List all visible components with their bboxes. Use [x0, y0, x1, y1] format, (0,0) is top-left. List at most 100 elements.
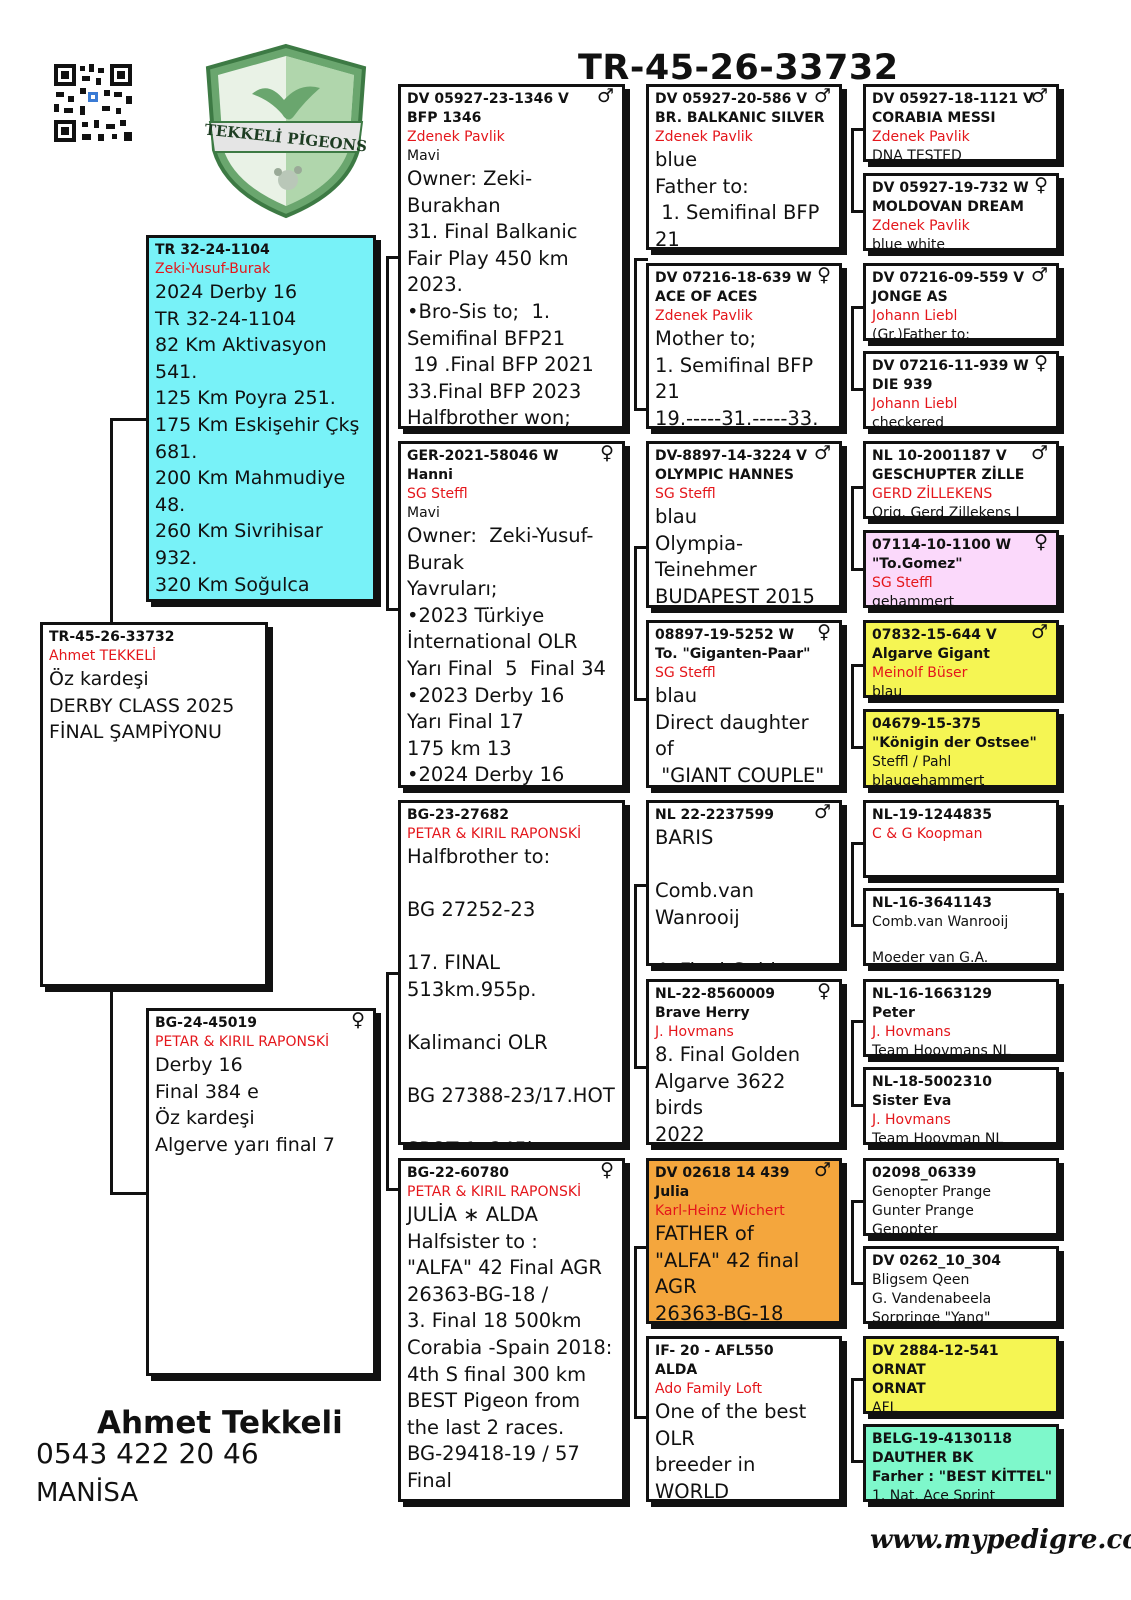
owner: Johann Liebl — [872, 396, 958, 412]
pigeon-color: Team Hoovman NL — [872, 1131, 1004, 1145]
owner: Zdenek Pavlik — [407, 129, 505, 145]
female-icon: ♀ — [817, 980, 831, 1002]
ddd-dam-card[interactable]: BELG-19-4130118 DAUTHER BK Farher : "BES… — [863, 1424, 1059, 1502]
ring-number: TR 32-24-1104 — [155, 242, 270, 258]
ring-number: 02098_06339 — [872, 1165, 977, 1181]
pigeon-name: Comb.van Wanrooij — [872, 914, 1009, 930]
dds-sire-card[interactable]: 02098_06339 Genopter Prange Gunter Prang… — [863, 1158, 1059, 1236]
sire-card[interactable]: TR 32-24-1104 Zeki-Yusuf-Burak 2024 Derb… — [146, 235, 376, 602]
pigeon-color: Orig. Gerd Zillekens I — [872, 505, 1020, 519]
ds-dam-card[interactable]: ♀ NL-22-8560009 Brave Herry J. Hovmans 8… — [646, 979, 842, 1145]
ring-number: NL 22-2237599 — [655, 807, 774, 823]
pedigree-notes: Owner: Zeki-Burakhan 31. Final Balkanic … — [407, 167, 594, 429]
ss-sire-card[interactable]: ♂ DV 05927-20-586 V BR. BALKANIC SILVER … — [646, 84, 842, 250]
ring-number: NL-19-1244835 — [872, 807, 992, 823]
sire-dam-card[interactable]: ♀ GER-2021-58046 W Hanni SG Steffl Mavi … — [398, 441, 625, 788]
ring-number: 07832-15-644 V — [872, 627, 997, 643]
dds-dam-card[interactable]: DV 0262_10_304 Bligsem Qeen G. Vandenabe… — [863, 1246, 1059, 1324]
owner: Ado Family Loft — [655, 1381, 763, 1397]
ssd-sire-card[interactable]: ♂ DV 07216-09-559 V JONGE AS Johann Lieb… — [863, 263, 1059, 341]
ssd-dam-card[interactable]: ♀ DV 07216-11-939 W DIE 939 Johann Liebl… — [863, 351, 1059, 429]
sdd-sire-card[interactable]: ♂ 07832-15-644 V Algarve Gigant Meinolf … — [863, 620, 1059, 698]
pigeon-name: Julia — [655, 1184, 690, 1200]
ring-number: BELG-19-4130118 — [872, 1431, 1012, 1447]
male-icon: ♂ — [1030, 621, 1048, 643]
website-link[interactable]: www.mypedigre.com — [870, 1525, 1131, 1555]
owner: SG Steffl — [655, 486, 716, 502]
sss-dam-card[interactable]: ♀ DV 05927-19-732 W MOLDOVAN DREAM Zdene… — [863, 173, 1059, 251]
pigeon-color: AFL — [872, 1400, 898, 1414]
owner: Meinolf Büser — [872, 665, 968, 681]
owner: J. Hovmans — [872, 1024, 951, 1040]
breeder-phone: 0543 422 20 46 — [36, 1437, 259, 1470]
pedigree-notes: blau Olympia-Teinehmer BUDAPEST 2015 in … — [655, 505, 815, 608]
sd-sire-card[interactable]: ♂ DV-8897-14-3224 V OLYMPIC HANNES SG St… — [646, 441, 842, 608]
sds-sire-card[interactable]: ♂ NL 10-2001187 V GESCHUPTER ZİLLE GERD … — [863, 441, 1059, 519]
dam-card[interactable]: ♀ BG-24-45019 PETAR & KIRIL RAPONSKİ Der… — [146, 1008, 376, 1376]
owner: GERD ZİLLEKENS — [872, 486, 993, 502]
ring-number: TR-45-26-33732 — [49, 629, 175, 645]
dsd-dam-card[interactable]: NL-18-5002310 Sister Eva J. Hovmans Team… — [863, 1067, 1059, 1145]
dss-dam-card[interactable]: NL-16-3641143 Comb.van Wanrooij Moeder v… — [863, 888, 1059, 966]
owner: C & G Koopman — [872, 826, 983, 842]
pigeon-name: Bligsem Qeen — [872, 1272, 970, 1288]
dsd-sire-card[interactable]: NL-16-1663129 Peter J. Hovmans Team Hoov… — [863, 979, 1059, 1057]
pigeon-color: Mavi — [407, 505, 440, 521]
dd-sire-card[interactable]: ♂ DV 02618 14 439 Julia Karl-Heinz Wiche… — [646, 1158, 842, 1324]
page-title: TR-45-26-33732 — [578, 48, 899, 88]
pigeon-name: JONGE AS — [872, 289, 948, 305]
ring-number: DV 05927-18-1121 V — [872, 91, 1034, 107]
pigeon-name: BFP 1346 — [407, 110, 482, 126]
dam-sire-card[interactable]: BG-23-27682 PETAR & KIRIL RAPONSKİ Halfb… — [398, 800, 625, 1145]
ss-dam-card[interactable]: ♀ DV 07216-18-639 W ACE OF ACES Zdenek P… — [646, 263, 842, 429]
pedigree-notes: Comb.van Wanrooij 4. Final Golden Algarv… — [655, 879, 800, 963]
owner: Farher : "BEST KİTTEL" — [872, 1469, 1053, 1485]
pigeon-color: Genopter — [872, 1222, 938, 1236]
female-icon: ♀ — [351, 1009, 365, 1031]
female-icon: ♀ — [1034, 352, 1048, 374]
owner: Johann Liebl — [872, 308, 958, 324]
subject-card[interactable]: TR-45-26-33732 Ahmet TEKKELİ Öz kardeşi … — [40, 622, 268, 987]
tekkeli-pigeons-logo: TEKKELİ PİGEONS — [204, 43, 368, 219]
pedigree-notes: One of the best OLR breeder in WORLD "OR… — [655, 1400, 807, 1502]
dd-dam-card[interactable]: IF- 20 - AFL550 ALDA Ado Family Loft One… — [646, 1336, 842, 1502]
qr-code-icon — [52, 62, 134, 144]
pedigree-notes: Mother to; 1. Semifinal BFP 21 19.-----3… — [655, 327, 819, 429]
ring-number: NL-22-8560009 — [655, 986, 775, 1002]
sds-dam-card[interactable]: ♀ 07114-10-1100 W "To.Gomez" SG Steffl g… — [863, 530, 1059, 608]
owner: Zdenek Pavlik — [655, 308, 753, 324]
owner: ORNAT — [872, 1381, 926, 1397]
sss-sire-card[interactable]: ♂ DV 05927-18-1121 V CORABIA MESSI Zdene… — [863, 84, 1059, 162]
pigeon-color: 1. Nat. Ace Sprint — [872, 1488, 996, 1502]
sire-sire-card[interactable]: ♂ DV 05927-23-1346 V BFP 1346 Zdenek Pav… — [398, 84, 625, 429]
pigeon-name: MOLDOVAN DREAM — [872, 199, 1024, 215]
sd-dam-card[interactable]: ♀ 08897-19-5252 W To. "Giganten-Paar" SG… — [646, 620, 842, 788]
owner: Gunter Prange — [872, 1203, 974, 1219]
pedigree-notes: JULİA ∗ ALDA Halfsister to : "ALFA" 42 F… — [407, 1203, 613, 1499]
ring-number: DV 05927-19-732 W — [872, 180, 1029, 196]
ds-sire-card[interactable]: ♂ NL 22-2237599 BARIS Comb.van Wanrooij … — [646, 800, 842, 966]
owner: SG Steffl — [407, 486, 468, 502]
ring-number: 07114-10-1100 W — [872, 537, 1012, 553]
dss-sire-card[interactable]: NL-19-1244835 C & G Koopman — [863, 800, 1059, 878]
ring-number: DV 05927-23-1346 V — [407, 91, 569, 107]
male-icon: ♂ — [813, 1159, 831, 1181]
pedigree-notes: 8. Final Golden Algarve 3622 birds 2022 … — [655, 1043, 801, 1145]
breeder-name: Ahmet Tekkeli — [97, 1405, 343, 1441]
ring-number: DV 02618 14 439 — [655, 1165, 790, 1181]
owner: Ahmet TEKKELİ — [49, 648, 157, 664]
pigeon-name: "To.Gomez" — [872, 556, 963, 572]
owner: Zeki-Yusuf-Burak — [155, 261, 271, 277]
sdd-dam-card[interactable]: 04679-15-375 "Königin der Ostsee" Steffl… — [863, 709, 1059, 788]
pigeon-color: blaugehammert — [872, 773, 985, 788]
pigeon-name: ALDA — [655, 1362, 698, 1378]
pigeon-color: Sorpringe "Yang" — [872, 1310, 991, 1324]
ring-number: IF- 20 - AFL550 — [655, 1343, 774, 1359]
ring-number: NL-18-5002310 — [872, 1074, 992, 1090]
ring-number: NL-16-1663129 — [872, 986, 992, 1002]
ring-number: 04679-15-375 — [872, 716, 982, 732]
ddd-sire-card[interactable]: DV 2884-12-541 ORNAT ORNAT AFL — [863, 1336, 1059, 1414]
male-icon: ♂ — [1030, 442, 1048, 464]
dam-dam-card[interactable]: ♀ BG-22-60780 PETAR & KIRIL RAPONSKİ JUL… — [398, 1158, 625, 1502]
male-icon: ♂ — [813, 85, 831, 107]
